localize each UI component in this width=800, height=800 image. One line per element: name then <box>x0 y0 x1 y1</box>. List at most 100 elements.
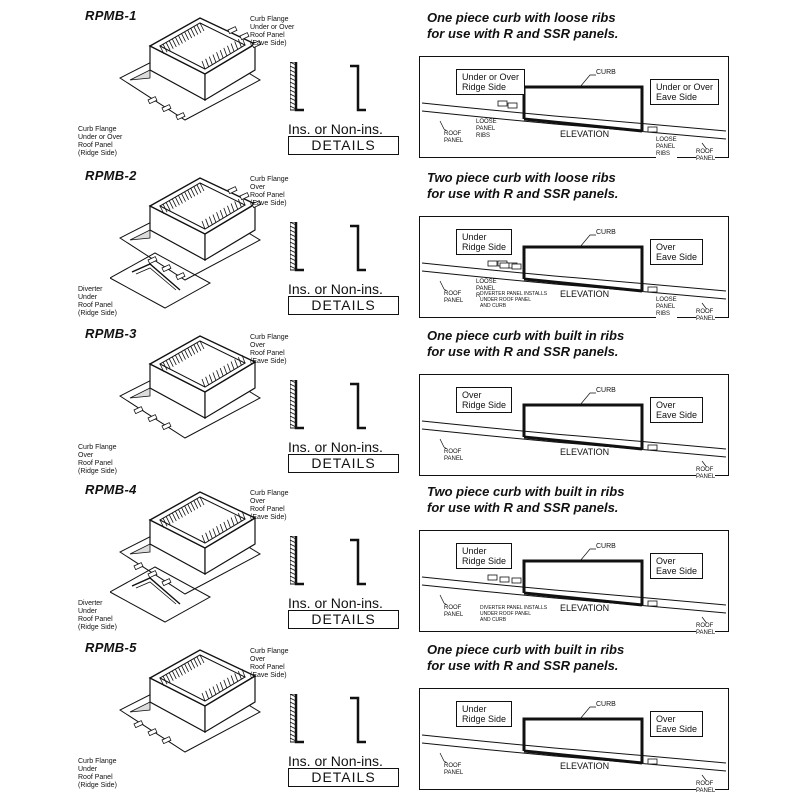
curb-iso-drawing <box>118 177 262 281</box>
insulation-label: Ins. or Non-ins. <box>288 439 383 455</box>
diverter-panel-drawing <box>110 566 212 623</box>
elevation-label: ELEVATION <box>560 447 610 457</box>
details-box: DETAILS <box>288 454 399 473</box>
curb-iso-drawing <box>118 17 262 121</box>
insulated-profile-icon <box>290 380 304 430</box>
description-line-1: One piece curb with built in ribs <box>427 328 625 343</box>
curb-label: CURB <box>596 543 616 551</box>
model-number: RPMB-5 <box>85 640 137 655</box>
description-line-1: One piece curb with loose ribs <box>427 10 616 25</box>
description-line-1: One piece curb with built in ribs <box>427 642 625 657</box>
curb-iso-drawing <box>118 649 262 753</box>
elevation-svg <box>421 706 727 784</box>
model-number: RPMB-2 <box>85 168 137 183</box>
description-line-2: for use with R and SSR panels. <box>427 344 619 359</box>
panel-profiles <box>290 694 366 744</box>
elevation-drawing <box>421 548 727 626</box>
curb-isometric <box>118 649 262 753</box>
curb-iso-drawing <box>118 491 262 595</box>
description-line-2: for use with R and SSR panels. <box>427 500 619 515</box>
non-insulated-profile-icon <box>350 696 366 744</box>
elevation-drawing <box>421 706 727 784</box>
panel-profiles <box>290 222 366 272</box>
description-line-2: for use with R and SSR panels. <box>427 658 619 673</box>
insulation-label: Ins. or Non-ins. <box>288 595 383 611</box>
panel-profiles <box>290 62 366 112</box>
panel-profiles <box>290 380 366 430</box>
details-box: DETAILS <box>288 136 399 155</box>
non-insulated-profile-icon <box>350 64 366 112</box>
description-line-2: for use with R and SSR panels. <box>427 26 619 41</box>
non-insulated-profile-icon <box>350 224 366 272</box>
insulation-label: Ins. or Non-ins. <box>288 281 383 297</box>
panel-profiles <box>290 536 366 586</box>
curb-label: CURB <box>596 229 616 237</box>
elevation-drawing <box>421 234 727 312</box>
insulation-label: Ins. or Non-ins. <box>288 753 383 769</box>
insulated-profile-icon <box>290 694 304 744</box>
diverter-panel-drawing <box>110 252 212 309</box>
elevation-svg <box>421 74 727 152</box>
elevation-label: ELEVATION <box>560 129 610 139</box>
insulation-label: Ins. or Non-ins. <box>288 121 383 137</box>
details-box: DETAILS <box>288 768 399 787</box>
insulated-profile-icon <box>290 222 304 272</box>
curb-label: CURB <box>596 69 616 77</box>
elevation-svg <box>421 392 727 470</box>
curb-isometric <box>118 335 262 439</box>
elevation-drawing <box>421 392 727 470</box>
description-line-1: Two piece curb with loose ribs <box>427 170 616 185</box>
elevation-drawing <box>421 74 727 152</box>
curb-isometric <box>110 491 262 623</box>
model-number: RPMB-4 <box>85 482 137 497</box>
curb-isometric <box>118 17 262 121</box>
curb-iso-drawing <box>118 335 262 439</box>
non-insulated-profile-icon <box>350 538 366 586</box>
details-box: DETAILS <box>288 296 399 315</box>
model-number: RPMB-1 <box>85 8 137 23</box>
non-insulated-profile-icon <box>350 382 366 430</box>
description-line-1: Two piece curb with built in ribs <box>427 484 625 499</box>
elevation-label: ELEVATION <box>560 761 610 771</box>
insulated-profile-icon <box>290 536 304 586</box>
